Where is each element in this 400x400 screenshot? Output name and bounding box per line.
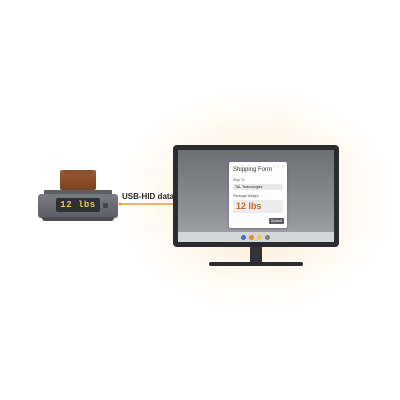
scale-base — [42, 217, 114, 221]
taskbar — [178, 232, 334, 242]
app-icon-yellow[interactable] — [257, 235, 262, 240]
package-flap — [64, 170, 92, 174]
app-icon-blue[interactable] — [241, 235, 246, 240]
ship-to-label: Ship To — [233, 178, 245, 182]
form-title: Shipping Form — [233, 167, 273, 173]
submit-button[interactable]: Submit — [269, 218, 284, 224]
app-icon-gray[interactable] — [265, 235, 270, 240]
package-box — [60, 170, 96, 190]
package-weight-input[interactable]: 12 lbs — [233, 200, 283, 213]
scale-button — [103, 203, 108, 208]
arrow-origin-dot — [118, 202, 122, 206]
window-controls-icon[interactable]: ▪ ▪ ▪ — [274, 164, 284, 168]
app-icon-orange[interactable] — [249, 235, 254, 240]
connection-label: USB-HID data — [122, 192, 175, 201]
shipping-form-window[interactable]: ▪ ▪ ▪ Shipping Form Ship To TAL Technolo… — [229, 162, 287, 228]
scale-button — [109, 203, 114, 208]
ship-to-input[interactable]: TAL Technologies — [233, 184, 283, 190]
scale-display: 12 lbs — [56, 198, 100, 212]
digital-scale: 12 lbs — [38, 170, 118, 230]
package-weight-label: Package Weight — [233, 194, 259, 198]
monitor-stand-base — [209, 262, 303, 266]
scale-platform — [44, 190, 112, 195]
computer-monitor: ▪ ▪ ▪ Shipping Form Ship To TAL Technolo… — [173, 145, 339, 247]
monitor-stand-neck — [250, 247, 262, 263]
monitor-screen: ▪ ▪ ▪ Shipping Form Ship To TAL Technolo… — [178, 150, 334, 242]
